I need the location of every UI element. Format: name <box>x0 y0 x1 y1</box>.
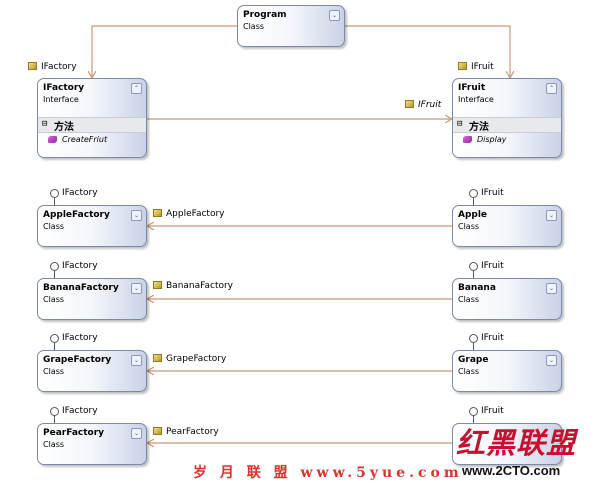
method-icon <box>463 136 472 143</box>
interface-lollipop-icon <box>469 334 478 343</box>
interface-lollipop-icon <box>469 189 478 198</box>
class-kind: Class <box>458 222 480 231</box>
interface-lollipop-icon <box>50 262 59 271</box>
watermark-url: www.2CTO.com <box>462 463 561 478</box>
chevron-down-icon[interactable]: ⌄ <box>131 428 142 439</box>
chevron-up-icon[interactable]: ⌃ <box>131 83 142 94</box>
ifactory-interface-kind: Interface <box>43 95 79 104</box>
watermark-text: 岁 月 联 盟 www.5yue.com <box>193 465 463 481</box>
method-icon <box>48 136 57 143</box>
class-kind: Class <box>458 295 480 304</box>
ifruit-methods-section[interactable]: ⊟ 方法 <box>453 117 561 133</box>
interface-icon <box>458 62 467 70</box>
collapse-icon[interactable]: ⊟ <box>42 119 48 129</box>
class-name: AppleFactory <box>43 210 110 220</box>
pearfactory-class-shape[interactable]: PearFactory Class ⌄ <box>37 423 147 465</box>
class-name: Apple <box>458 210 488 220</box>
createfriut-method[interactable]: CreateFriut <box>48 135 107 144</box>
class-kind: Class <box>43 367 65 376</box>
watermark-logo: 红黑联盟 <box>456 426 577 460</box>
interface-lollipop-icon <box>50 189 59 198</box>
display-method[interactable]: Display <box>463 135 507 144</box>
chevron-down-icon[interactable]: ⌄ <box>131 355 142 366</box>
property-icon <box>153 427 162 435</box>
link-label: AppleFactory <box>153 209 225 219</box>
grape-class-shape[interactable]: Grape Class ⌄ <box>452 350 562 392</box>
chevron-down-icon[interactable]: ⌄ <box>546 283 557 294</box>
property-icon <box>405 100 414 108</box>
ifruit-interface-tag: IFruit <box>458 62 494 72</box>
link-label: PearFactory <box>153 427 219 437</box>
program-class-name: Program <box>243 10 287 20</box>
applefactory-class-shape[interactable]: AppleFactory Class ⌄ <box>37 205 147 247</box>
ifruit-interface-kind: Interface <box>458 95 494 104</box>
program-to-ifruit-line <box>345 25 510 78</box>
chevron-up-icon[interactable]: ⌃ <box>546 83 557 94</box>
class-kind: Class <box>458 367 480 376</box>
interface-lollipop-icon <box>50 334 59 343</box>
class-name: BananaFactory <box>43 283 119 293</box>
link-label: BananaFactory <box>153 281 233 291</box>
methods-section-label: 方法 <box>469 122 489 133</box>
chevron-down-icon[interactable]: ⌄ <box>329 10 340 21</box>
interface-lollipop-icon <box>50 407 59 416</box>
ifactory-interface-shape[interactable]: IFactory Interface ⌃ ⊟ 方法 CreateFriut <box>37 78 147 158</box>
class-name: Banana <box>458 283 496 293</box>
bananafactory-class-shape[interactable]: BananaFactory Class ⌄ <box>37 278 147 320</box>
collapse-icon[interactable]: ⊟ <box>457 119 463 129</box>
interface-icon <box>28 62 37 70</box>
chevron-down-icon[interactable]: ⌄ <box>131 283 142 294</box>
class-name: Grape <box>458 355 489 365</box>
interface-lollipop-icon <box>469 407 478 416</box>
property-icon <box>153 281 162 289</box>
program-to-ifactory-line <box>92 25 237 78</box>
property-icon <box>153 209 162 217</box>
ifruit-interface-name: IFruit <box>458 83 486 93</box>
chevron-down-icon[interactable]: ⌄ <box>546 355 557 366</box>
ifruit-interface-shape[interactable]: IFruit Interface ⌃ ⊟ 方法 Display <box>452 78 562 158</box>
ifactory-interface-tag: IFactory <box>28 62 77 72</box>
chevron-down-icon[interactable]: ⌄ <box>131 210 142 221</box>
chevron-down-icon[interactable]: ⌄ <box>546 210 557 221</box>
ifactory-interface-name: IFactory <box>43 83 85 93</box>
class-name: PearFactory <box>43 428 105 438</box>
interface-lollipop-icon <box>469 262 478 271</box>
association-label: IFruit <box>405 100 441 110</box>
fruit-class-shape[interactable] <box>452 423 562 465</box>
link-label: GrapeFactory <box>153 354 226 364</box>
class-kind: Class <box>43 222 65 231</box>
class-kind: Class <box>43 295 65 304</box>
class-name: GrapeFactory <box>43 355 112 365</box>
methods-section-label: 方法 <box>54 122 74 133</box>
program-class-kind: Class <box>243 22 265 31</box>
banana-class-shape[interactable]: Banana Class ⌄ <box>452 278 562 320</box>
ifactory-methods-section[interactable]: ⊟ 方法 <box>38 117 146 133</box>
class-kind: Class <box>43 440 65 449</box>
grapefactory-class-shape[interactable]: GrapeFactory Class ⌄ <box>37 350 147 392</box>
apple-class-shape[interactable]: Apple Class ⌄ <box>452 205 562 247</box>
property-icon <box>153 354 162 362</box>
program-class-shape[interactable]: Program Class ⌄ <box>237 5 345 47</box>
